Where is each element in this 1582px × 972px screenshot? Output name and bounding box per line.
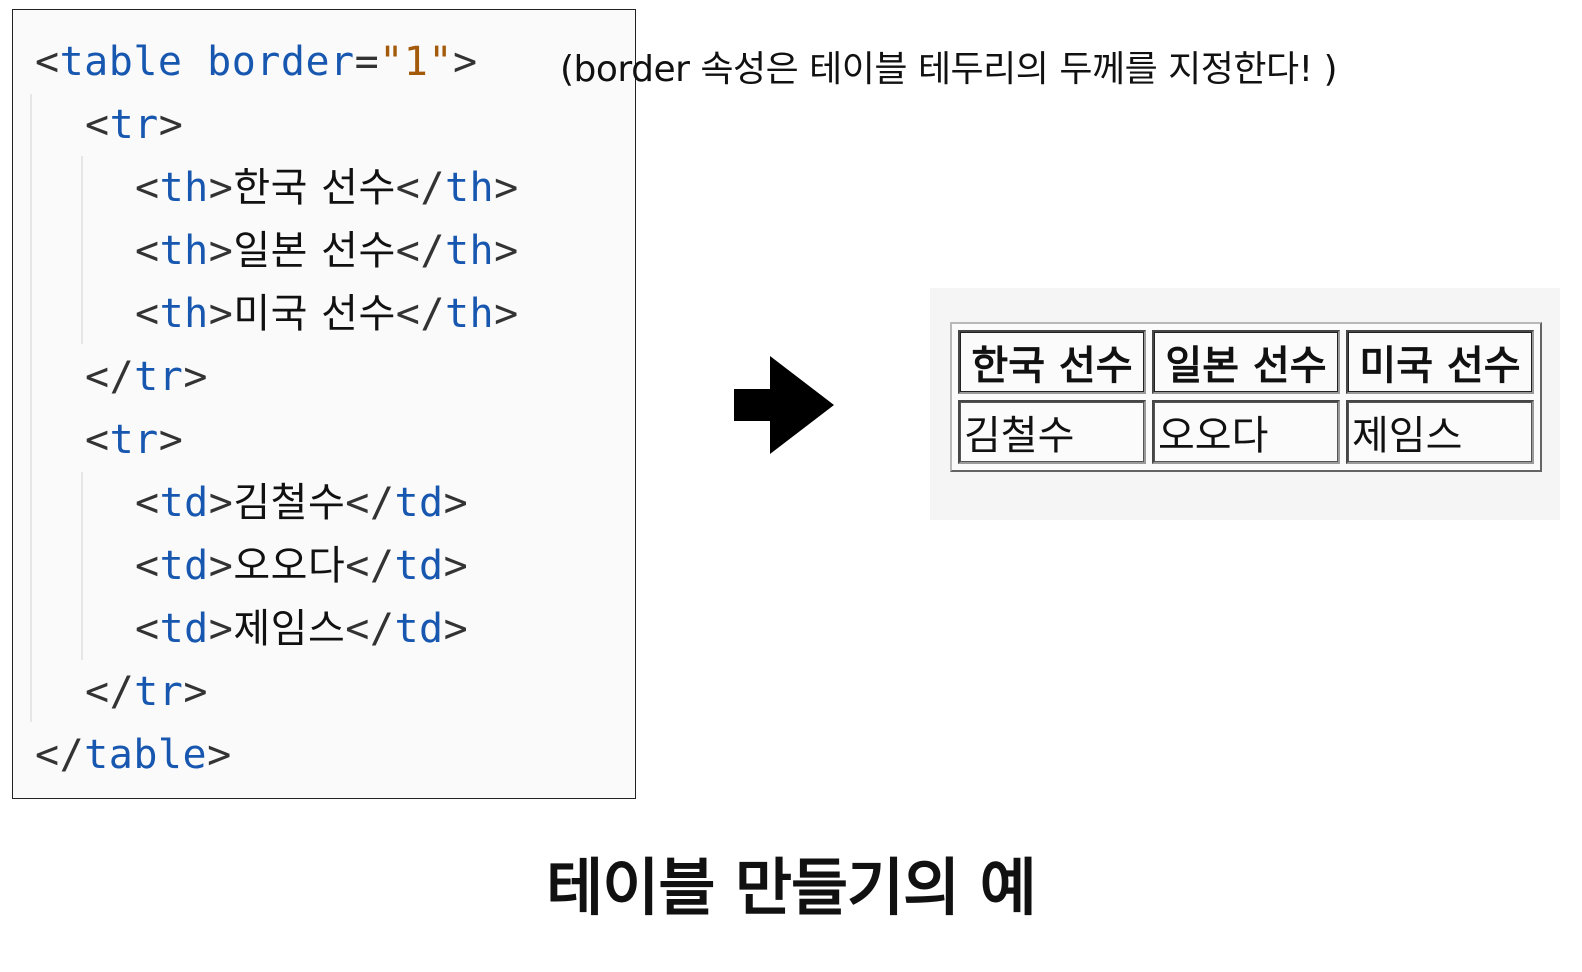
code-attr-name: border: [207, 39, 355, 85]
table-cell: 김철수: [958, 400, 1146, 464]
code-tag: tr: [134, 354, 184, 400]
code-line-table-close: </table>: [35, 732, 232, 778]
code-text: 오오다: [233, 543, 346, 589]
table-cell: 제임스: [1346, 400, 1534, 464]
indent-guide: [81, 156, 83, 344]
code-tag: td: [394, 480, 444, 526]
table-row: 김철수 오오다 제임스: [958, 400, 1534, 464]
code-line-th: <th>한국 선수</th>: [135, 165, 519, 211]
rendered-table: 한국 선수 일본 선수 미국 선수 김철수 오오다 제임스: [950, 322, 1542, 472]
code-line-tr-close: </tr>: [85, 354, 208, 400]
code-text: 일본 선수: [233, 228, 396, 274]
table-header-row: 한국 선수 일본 선수 미국 선수: [958, 330, 1534, 394]
code-line-td: <td>김철수</td>: [135, 480, 469, 526]
code-tag: th: [159, 228, 209, 274]
indent-guide: [30, 94, 32, 722]
code-line-th: <th>미국 선수</th>: [135, 291, 519, 337]
code-line-th: <th>일본 선수</th>: [135, 228, 519, 274]
code-tag: th: [159, 165, 209, 211]
code-tag: tr: [134, 669, 184, 715]
code-tag: tr: [109, 417, 159, 463]
code-tag: td: [394, 606, 444, 652]
code-tag: th: [444, 165, 495, 211]
figure-caption: 테이블 만들기의 예: [546, 851, 1037, 924]
code-text: 미국 선수: [233, 291, 396, 337]
code-tag: table: [59, 39, 183, 85]
code-panel: <table border="1"> <tr> <th>한국 선수</th> <…: [12, 9, 636, 799]
code-line-td: <td>오오다</td>: [135, 543, 469, 589]
code-tag: tr: [109, 102, 159, 148]
border-attribute-note: (border 속성은 테이블 테두리의 두께를 지정한다! ): [560, 49, 1338, 90]
right-arrow-icon: [734, 356, 834, 454]
code-attr-value: "1": [379, 39, 453, 85]
code-line-td: <td>제임스</td>: [135, 606, 469, 652]
code-line-tr-open: <tr>: [85, 417, 184, 463]
code-text: 김철수: [233, 480, 346, 526]
table-cell: 오오다: [1152, 400, 1340, 464]
table-header-cell: 일본 선수: [1152, 330, 1340, 394]
code-tag: td: [159, 606, 209, 652]
code-line-table-open: <table border="1">: [35, 39, 478, 85]
code-line-tr-open: <tr>: [85, 102, 184, 148]
code-tag: td: [394, 543, 444, 589]
code-tag: td: [159, 543, 209, 589]
code-tag: th: [444, 291, 495, 337]
code-line-tr-close: </tr>: [85, 669, 208, 715]
code-text: 제임스: [233, 606, 346, 652]
code-tag: table: [84, 732, 208, 778]
table-header-cell: 미국 선수: [1346, 330, 1534, 394]
table-header-cell: 한국 선수: [958, 330, 1146, 394]
indent-guide: [81, 472, 83, 660]
code-tag: td: [159, 480, 209, 526]
code-tag: th: [159, 291, 209, 337]
code-text: 한국 선수: [233, 165, 396, 211]
code-tag: th: [444, 228, 495, 274]
